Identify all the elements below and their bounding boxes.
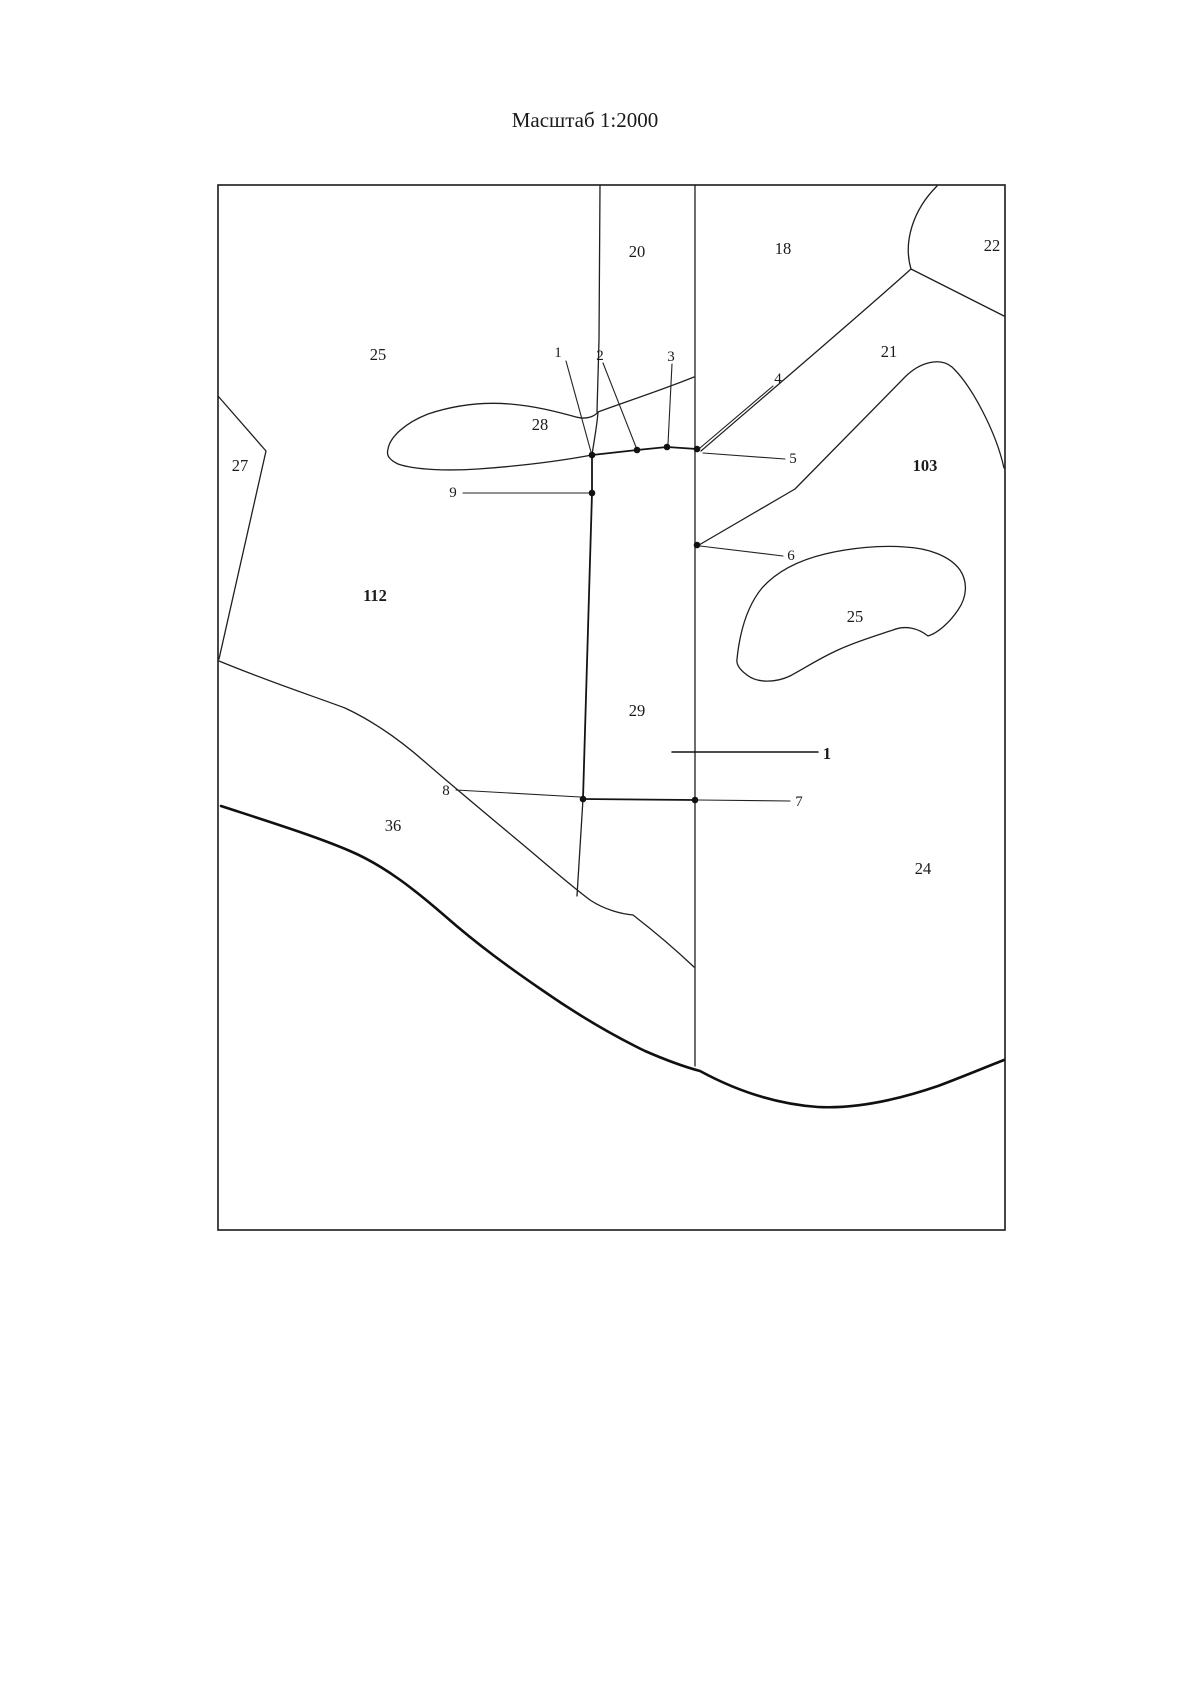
point-label-6: 6	[787, 548, 795, 564]
point-label-1: 1	[554, 345, 562, 361]
vertex-dot	[693, 541, 701, 549]
leader-point-6	[699, 545, 784, 557]
region-label-21: 21	[881, 342, 898, 361]
leader-point-2	[602, 362, 637, 448]
point-labels: 1 2 3 4 5 9 6 8 7	[442, 345, 803, 810]
boundary-lines	[217, 185, 1006, 1109]
leader-point-8	[455, 789, 581, 798]
region-label-1: 1	[823, 744, 831, 763]
area-28-outline	[386, 402, 599, 471]
leader-point-5	[702, 452, 786, 460]
leader-lines	[455, 360, 819, 802]
parcel-29-left-edge	[582, 454, 593, 800]
vertex-dot	[588, 451, 596, 459]
region-label-27: 27	[232, 456, 249, 475]
vertex-dot	[663, 443, 671, 451]
point-label-3: 3	[667, 349, 675, 365]
point-label-2: 2	[596, 348, 604, 364]
region-label-20: 20	[629, 242, 646, 261]
vertex-dots	[579, 443, 701, 804]
boundary-36-bottom-thick	[219, 804, 1006, 1109]
parcel-29-outline	[576, 446, 698, 897]
map-scale-title: Масштаб 1:2000	[511, 108, 659, 132]
leader-point-4	[699, 385, 774, 449]
map-border	[217, 184, 1006, 1231]
parcel-29-top-edge	[591, 446, 698, 456]
area-25-right-outline	[736, 545, 967, 682]
region-label-22: 22	[984, 236, 1001, 255]
region-label-36: 36	[385, 816, 402, 835]
boundary-36-top	[218, 660, 695, 968]
vertex-dot	[691, 796, 699, 804]
parcel-29-bottom-edge	[582, 798, 696, 801]
parcel-29-left-extension	[576, 798, 584, 897]
point-label-9: 9	[449, 485, 457, 501]
region-label-25: 25	[847, 607, 864, 626]
region-label-112: 112	[363, 586, 387, 605]
boundary-21-103	[698, 361, 1005, 546]
vertex-dot	[579, 795, 587, 803]
region-label-29: 29	[629, 701, 646, 720]
boundary-18-21	[700, 268, 912, 452]
boundary-22-left	[907, 185, 938, 270]
region-label-28: 28	[532, 415, 549, 434]
boundary-22-bottom	[910, 268, 1005, 317]
boundary-20-bottom	[597, 376, 695, 413]
vertex-dot	[633, 446, 641, 454]
vertex-dot	[693, 445, 701, 453]
area-27-outline	[217, 395, 267, 660]
vertex-dot	[588, 489, 596, 497]
leader-point-1	[565, 360, 592, 453]
boundary-20-left	[596, 185, 601, 413]
point-label-7: 7	[795, 794, 803, 810]
leader-point-3	[667, 363, 673, 445]
point-label-8: 8	[442, 783, 450, 799]
region-label-103: 103	[913, 456, 938, 475]
region-label-18: 18	[775, 239, 792, 258]
region-label-25: 25	[370, 345, 387, 364]
region-label-24: 24	[915, 859, 932, 878]
point-label-4: 4	[774, 371, 782, 387]
leader-point-7	[697, 799, 791, 802]
point-label-5: 5	[789, 451, 797, 467]
